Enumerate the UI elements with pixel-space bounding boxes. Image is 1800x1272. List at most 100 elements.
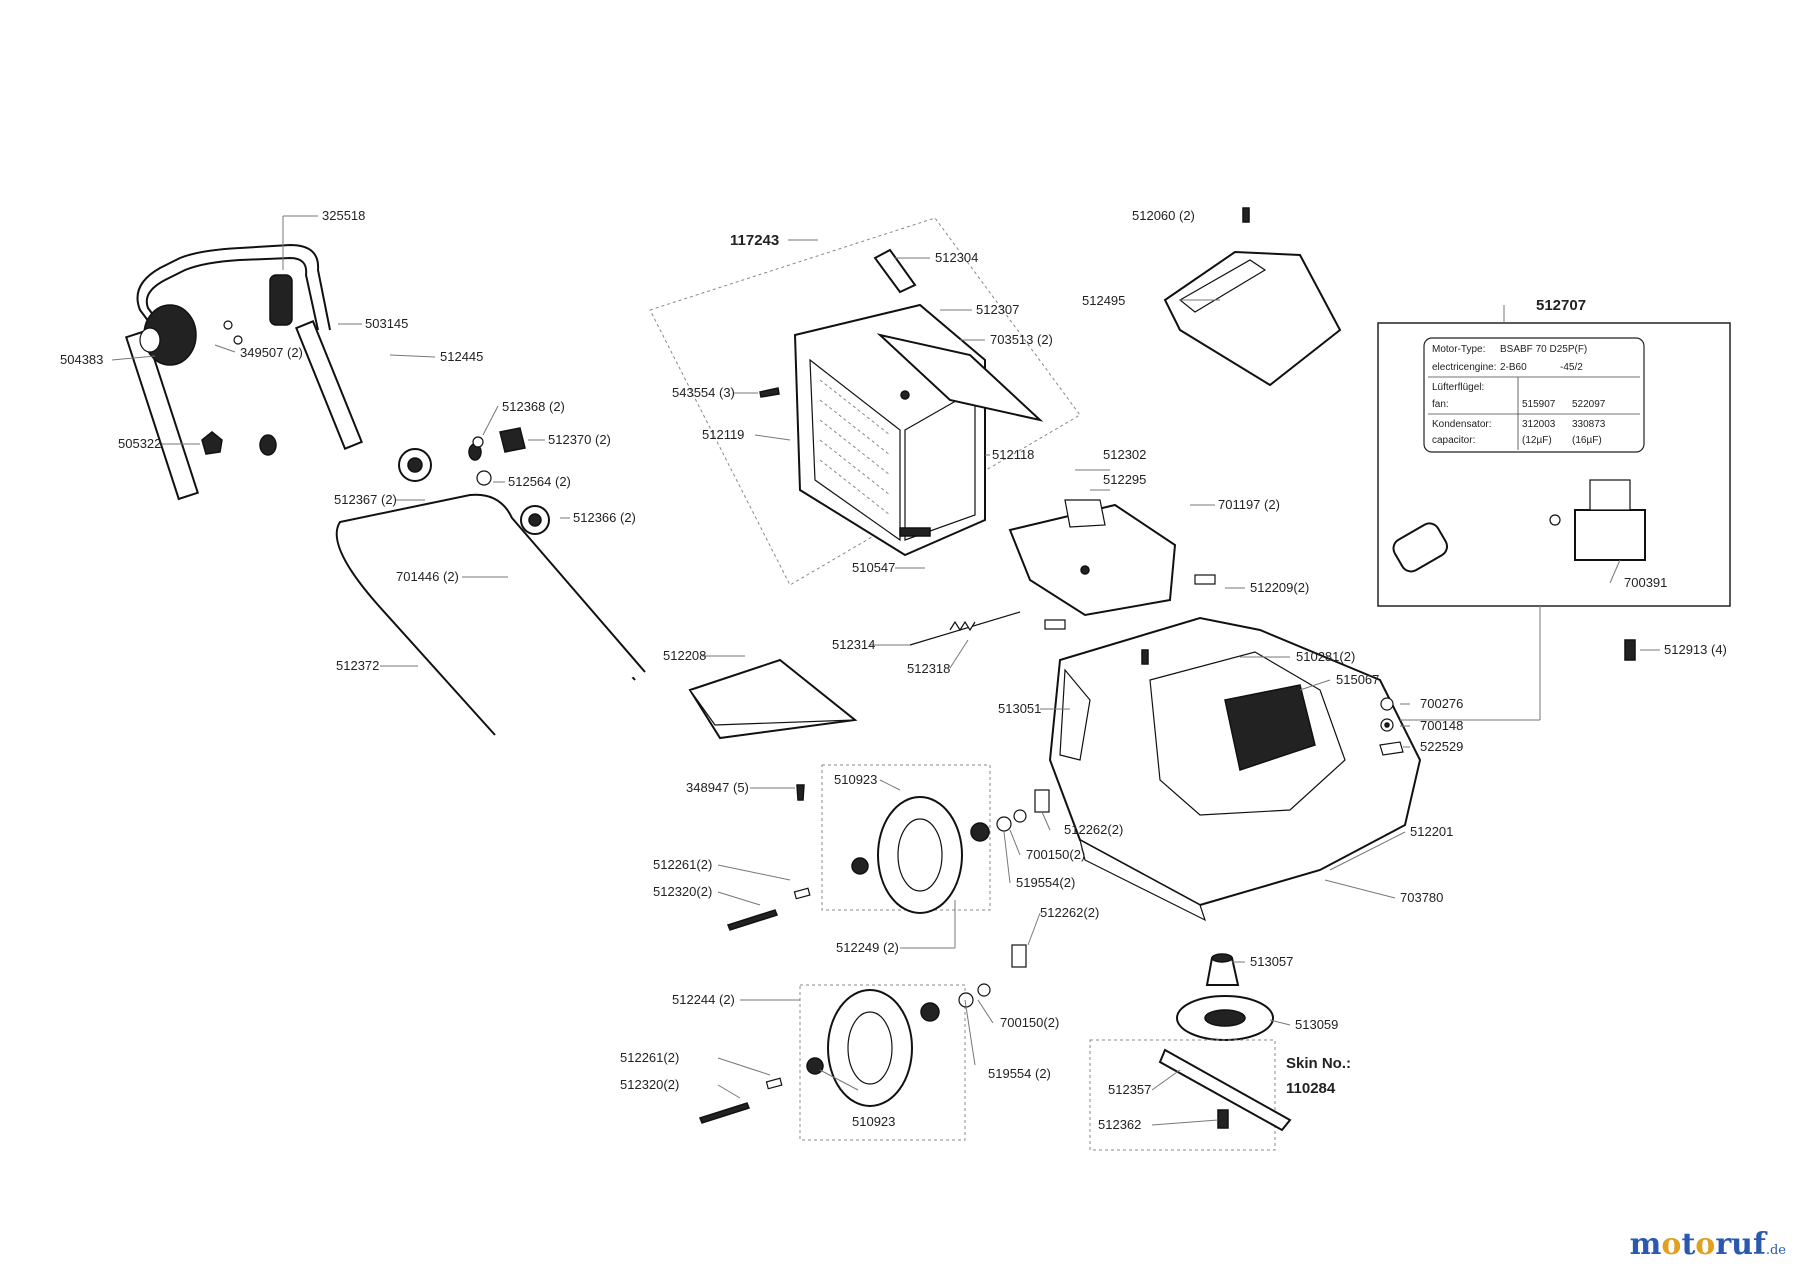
label-512445: 512445: [440, 349, 483, 364]
block-512209: [1044, 574, 1216, 630]
wheel-510923-lower: [806, 989, 940, 1107]
screw-543554: [759, 387, 780, 398]
fan-513059: [1176, 995, 1274, 1041]
label-512314: 512314: [832, 637, 875, 652]
label-skin-number: 110284: [1286, 1080, 1336, 1097]
label-700150-lower: 700150(2): [1000, 1015, 1059, 1030]
nut-505322: [201, 431, 223, 455]
label-513057: 513057: [1250, 954, 1293, 969]
label-515067: 515067: [1336, 672, 1379, 687]
motor-table-r2c0: Lüfterflügel:: [1432, 382, 1484, 393]
label-703513: 703513 (2): [990, 332, 1053, 347]
motor-table-r4c2: 330873: [1572, 419, 1606, 430]
label-512367: 512367 (2): [334, 492, 397, 507]
label-512261-lower: 512261(2): [620, 1050, 679, 1065]
motor-table-r0c0: Motor-Type:: [1432, 344, 1485, 355]
motor-inset-box: [1377, 322, 1731, 607]
label-512295: 512295: [1103, 472, 1146, 487]
washers-512368-512564: [472, 436, 492, 486]
motor-table-r3c2: 522097: [1572, 399, 1606, 410]
rear-wheel-group-outline: [821, 764, 991, 911]
label-510547: 510547: [852, 560, 895, 575]
motor-512707: [1549, 479, 1646, 561]
bracket-512262-upper: [1034, 789, 1050, 813]
label-512318: 512318: [907, 661, 950, 676]
screw-512320-upper: [727, 909, 778, 931]
label-117243: 117243: [730, 232, 779, 249]
label-510281: 510281(2): [1296, 649, 1355, 664]
label-512913: 512913 (4): [1664, 642, 1727, 657]
label-522529: 522529: [1420, 739, 1463, 754]
nut-700276: [1380, 697, 1394, 711]
label-512261-upper: 512261(2): [653, 857, 712, 872]
label-512201: 512201: [1410, 824, 1453, 839]
knob-512366: [520, 505, 550, 535]
label-512302: 512302: [1103, 447, 1146, 462]
washer-700148: [1380, 718, 1394, 732]
adapter-513057: [1205, 953, 1240, 986]
label-325518: 325518: [322, 208, 365, 223]
lower-handle-512372: [335, 493, 646, 736]
motor-table-r5c0: capacitor:: [1432, 435, 1475, 446]
cover-512495: [1163, 250, 1342, 387]
motor-table-r4c1: 312003: [1522, 419, 1556, 430]
handle-clamp-504383: [139, 304, 197, 366]
screw-512320-lower: [699, 1102, 750, 1124]
label-512320-upper: 512320(2): [653, 884, 712, 899]
pin-512261-lower: [765, 1077, 783, 1090]
motor-table-r1c0: electricengine:: [1432, 362, 1496, 373]
label-348947: 348947 (5): [686, 780, 749, 795]
washers-700150-519554-upper: [996, 809, 1027, 832]
label-512368: 512368 (2): [502, 399, 565, 414]
label-703780: 703780: [1400, 890, 1443, 905]
flap-512302-512295: [1008, 499, 1177, 617]
part-labels: 325518 503145 504383 349507 (2) 512445 5…: [60, 208, 1727, 1132]
label-503145: 503145: [365, 316, 408, 331]
leader-lines: [111, 215, 1660, 1126]
motor-bracket-513051: [1059, 668, 1091, 761]
label-512307: 512307: [976, 302, 1019, 317]
cable-clip-325518: [269, 274, 293, 326]
label-513059: 513059: [1295, 1017, 1338, 1032]
label-512495: 512495: [1082, 293, 1125, 308]
label-700148: 700148: [1420, 718, 1463, 733]
screw-703513: [900, 390, 910, 400]
bolt-512362: [1217, 1109, 1229, 1129]
small-screws-349507: [223, 320, 243, 345]
capacitor-700391: [1392, 522, 1448, 573]
motor-table-r1c1: 2-B60: [1500, 362, 1527, 373]
label-701446: 701446 (2): [396, 569, 459, 584]
motor-table-r4c0: Kondensator:: [1432, 419, 1492, 430]
screw-512060: [1242, 207, 1250, 223]
grassbox-lid-512118: [876, 333, 1044, 422]
motor-table-r5c2: (16µF): [1572, 435, 1602, 446]
knob-512370: [499, 427, 526, 453]
grassbox-handle-512304: [873, 248, 917, 294]
motor-table-r3c1: 515907: [1522, 399, 1556, 410]
label-512357: 512357: [1108, 1082, 1151, 1097]
deflector-512208: [688, 658, 858, 740]
label-512118: 512118: [992, 447, 1034, 462]
label-700150-upper: 700150(2): [1026, 847, 1085, 862]
blade-512357: [1158, 1048, 1292, 1132]
label-519554-upper: 519554(2): [1016, 875, 1075, 890]
label-512372: 512372: [336, 658, 379, 673]
label-512707: 512707: [1536, 297, 1586, 314]
label-510923-upper: 510923: [834, 772, 877, 787]
motor-table-r5c1: (12µF): [1522, 435, 1552, 446]
label-505322: 505322: [118, 436, 161, 451]
wheel-510923-upper: [851, 796, 990, 914]
bracket-512262-lower: [1011, 944, 1027, 968]
label-512060: 512060 (2): [1132, 208, 1195, 223]
label-512564: 512564 (2): [508, 474, 571, 489]
label-543554: 543554 (3): [672, 385, 735, 400]
label-512208: 512208: [663, 648, 706, 663]
label-512262-upper: 512262(2): [1064, 822, 1123, 837]
label-skin: Skin No.:: [1286, 1055, 1351, 1072]
label-512304: 512304: [935, 250, 978, 265]
label-701197: 701197 (2): [1218, 497, 1280, 512]
motor-table-r3c0: fan:: [1432, 399, 1449, 410]
label-512244: 512244 (2): [672, 992, 735, 1007]
grassbox-group-outline: [649, 217, 1081, 586]
